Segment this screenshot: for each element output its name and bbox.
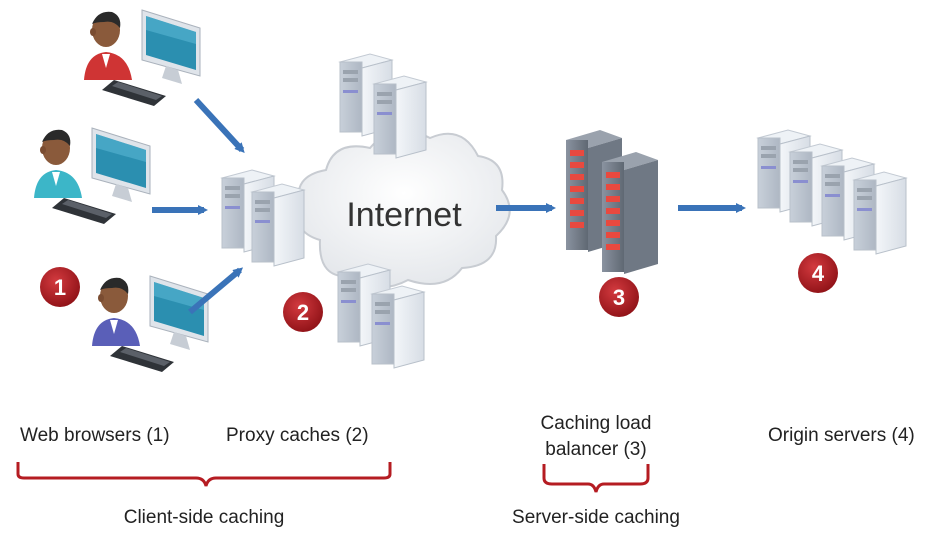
internet-cloud: Internet (297, 130, 511, 288)
web-browsers-label: Web browsers (1) (20, 425, 170, 446)
badge-1: 1 (40, 267, 80, 307)
svg-text:2: 2 (297, 300, 309, 325)
web-browser-workstation-bottom (92, 275, 209, 373)
badge-2: 2 (283, 292, 323, 332)
web-browser-workstation-middle (34, 127, 151, 225)
caching-load-balancer-label-line2: balancer (3) (545, 439, 647, 460)
badge-3: 3 (599, 277, 639, 317)
svg-text:1: 1 (54, 275, 66, 300)
svg-text:3: 3 (613, 285, 625, 310)
client-side-bracket (16, 462, 392, 487)
arrow-client-bottom-to-proxy (188, 267, 244, 315)
caching-load-balancer-label-line1: Caching load (540, 413, 652, 434)
server-side-caching-label: Server-side caching (512, 507, 680, 528)
proxy-cache-server-right (251, 183, 305, 267)
origin-servers-label: Origin servers (4) (768, 425, 915, 446)
client-side-caching-label: Client-side caching (123, 507, 285, 528)
origin-server-4 (853, 171, 907, 255)
proxy-caches-label: Proxy caches (2) (226, 425, 369, 446)
internet-label: Internet (346, 196, 462, 234)
badge-4: 4 (798, 253, 838, 293)
arrow-client-top-to-proxy (193, 97, 245, 153)
svg-text:4: 4 (812, 261, 825, 286)
internet-server-bottom-right (371, 285, 425, 369)
server-side-bracket (542, 464, 650, 493)
load-balancer-rack-right (602, 152, 658, 274)
internet-server-top-right (373, 75, 427, 159)
web-browser-workstation-top (84, 9, 201, 107)
